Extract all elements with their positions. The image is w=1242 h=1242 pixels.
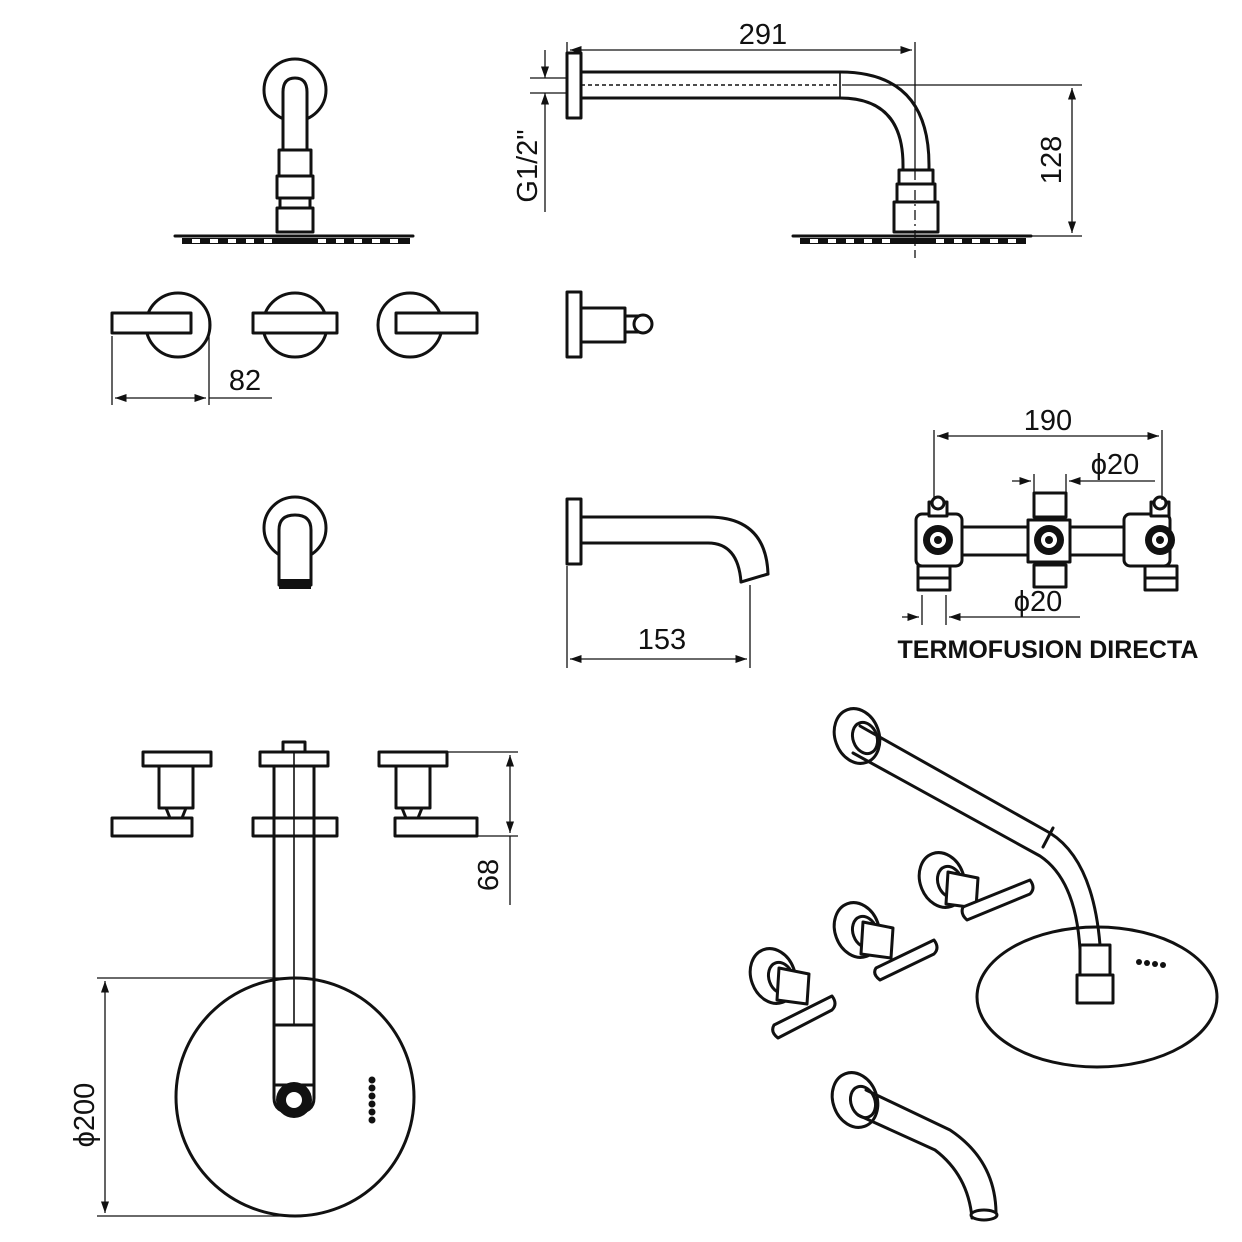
dimension-handle-projection: 68 (447, 751, 518, 905)
dimension-head-diameter: ϕ200 (69, 977, 295, 1217)
isometric-view (748, 707, 1219, 1222)
shower-arm-side-view (565, 51, 1033, 258)
spout-front-view (262, 495, 328, 589)
dimension-valve-width: 190 (933, 405, 1163, 500)
dimension-head-drop: 128 (842, 84, 1082, 237)
dimension-spout-length: 153 (566, 566, 751, 668)
plan-view (110, 740, 479, 1218)
dimension-inlet-thread: G1/2" (512, 50, 567, 212)
dimension-pipe-diameter-bottom: ϕ20 (902, 586, 1080, 625)
label-connection-type: TERMOFUSION DIRECTA (898, 636, 1199, 664)
label-arm-length: 291 (739, 19, 787, 51)
dimension-pipe-diameter-top: ϕ20 (1012, 449, 1155, 493)
handles-front-view (110, 291, 479, 359)
label-pipe-diameter-top: ϕ20 (1091, 449, 1140, 481)
label-valve-width: 190 (1024, 405, 1072, 437)
label-head-drop: 128 (1036, 136, 1068, 184)
label-head-diameter: ϕ200 (69, 1083, 101, 1148)
label-spout-length: 153 (638, 624, 686, 656)
dimension-handle-spacing: 82 (111, 315, 272, 405)
spout-side-view (565, 497, 770, 584)
label-pipe-diameter-bottom: ϕ20 (1014, 586, 1063, 618)
label-inlet-thread: G1/2" (512, 129, 544, 202)
shower-head-front-view (173, 57, 415, 244)
dimension-arm-length: 291 (566, 19, 916, 180)
label-handle-spacing: 82 (229, 365, 261, 397)
concealed-valve-body (914, 491, 1179, 592)
handle-side-view (565, 290, 654, 359)
label-handle-projection: 68 (473, 859, 505, 891)
